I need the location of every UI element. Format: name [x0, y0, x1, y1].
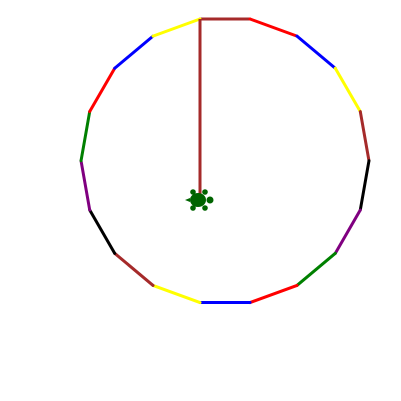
turtle-leg-front-bottom [202, 205, 208, 211]
polygon-segment [79, 110, 92, 163]
polygon-segment [248, 283, 299, 305]
polygon-segment [151, 17, 202, 38]
polygon-segment [248, 17, 299, 38]
turtle-icon [185, 189, 214, 211]
polygon-segment [79, 159, 92, 212]
turtle-leg-back-top [190, 189, 196, 195]
turtle-tail [185, 198, 190, 202]
turtle-head [206, 196, 214, 204]
polygon-segment [333, 208, 362, 255]
polygon-outline [79, 17, 371, 305]
turtle-leg-back-bottom [190, 205, 196, 211]
polygon-segment [88, 208, 117, 255]
polygon-segment [333, 66, 362, 114]
polygon-segment [113, 34, 155, 70]
polygon-segment [295, 251, 337, 287]
turtle-shell [190, 193, 206, 207]
polygon-segment [88, 66, 117, 114]
polygon-segment [358, 110, 371, 163]
polygon-segment [113, 251, 155, 287]
turtle-leg-front-top [202, 189, 208, 195]
polygon-segment [295, 34, 337, 70]
polygon-segment [358, 159, 371, 212]
polygon-segment [151, 283, 202, 305]
